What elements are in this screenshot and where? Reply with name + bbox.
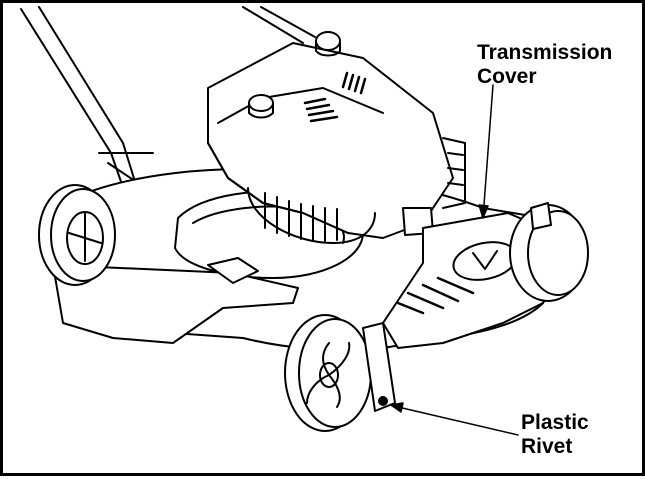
transmission-cover-leader xyxy=(482,84,494,219)
plastic-rivet-label-line1: Plastic xyxy=(521,411,589,434)
transmission-cover-label: Transmission Cover xyxy=(477,41,612,89)
lawn-mower-illustration xyxy=(20,6,589,436)
transmission-cover-label-line2: Cover xyxy=(477,65,537,88)
callout-leaders xyxy=(390,84,519,436)
cooling-shroud xyxy=(247,187,376,244)
engine xyxy=(207,31,466,239)
plastic-rivet-label: Plastic Rivet xyxy=(521,411,589,459)
rear-right-wheel xyxy=(509,202,589,302)
plastic-rivet-label-line2: Rivet xyxy=(521,435,573,458)
transmission-cover-label-line1: Transmission xyxy=(477,41,613,64)
front-wheel xyxy=(284,314,396,432)
plastic-rivet-leader xyxy=(397,406,519,436)
rear-left-wheel xyxy=(38,184,116,286)
discharge-chute xyxy=(52,257,299,344)
